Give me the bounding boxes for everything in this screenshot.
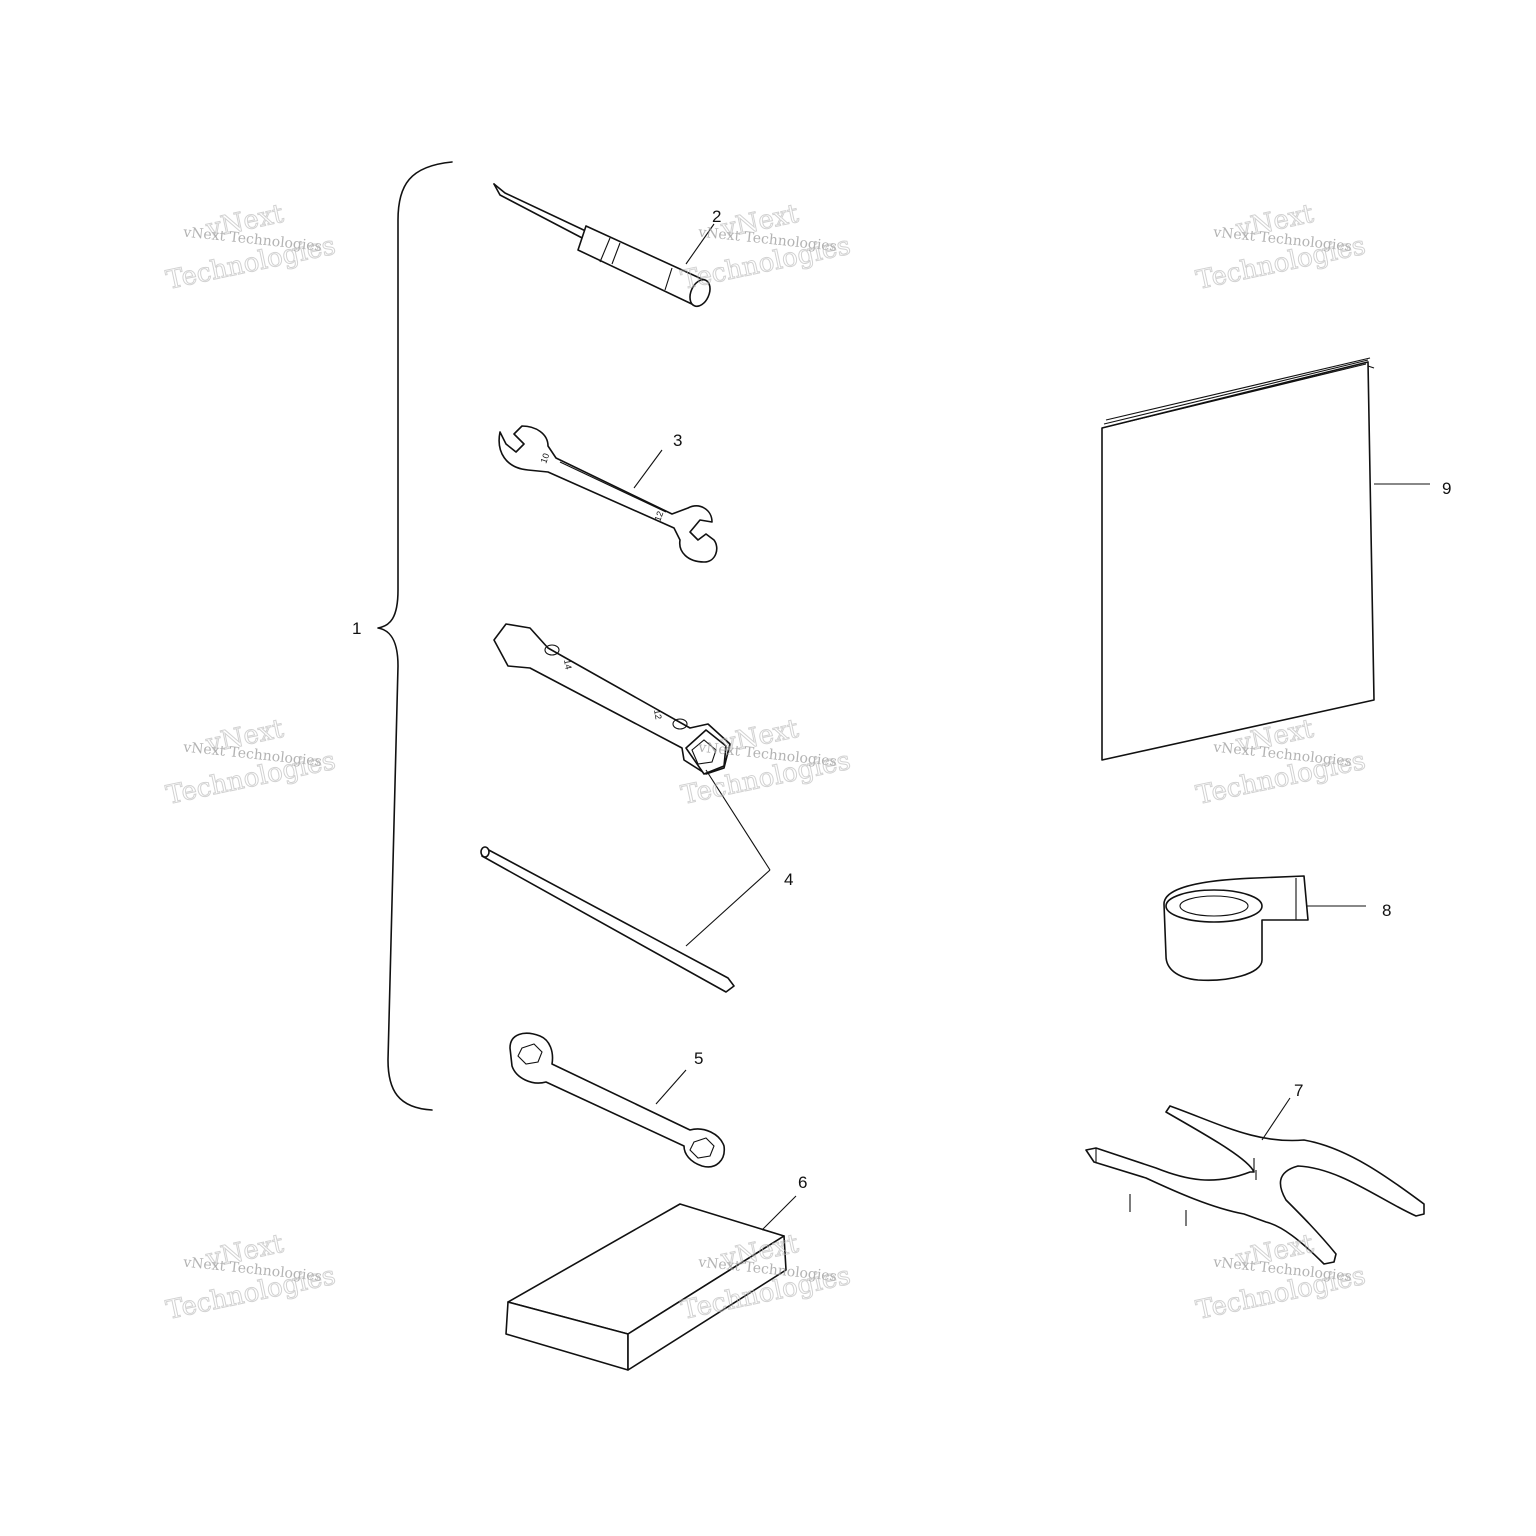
callout-1: 1 — [352, 619, 361, 638]
tape-roll-part — [1163, 875, 1309, 982]
wrench-size-marking: 10 — [538, 452, 551, 465]
h-wrench-part — [1085, 1105, 1425, 1265]
watermark: vNext vNext Technologies Technologies — [678, 198, 854, 296]
socket-size-marking: 12 — [652, 709, 664, 721]
callout-9: 9 — [1442, 479, 1451, 498]
socket-size-marking: 14 — [562, 659, 574, 671]
wrench-size-marking: 12 — [652, 510, 665, 523]
callout-6: 6 — [798, 1173, 807, 1192]
watermark: vNext vNext Technologies Technologies — [163, 713, 339, 811]
callout-3: 3 — [673, 431, 682, 450]
box-wrench-part — [509, 1032, 726, 1168]
watermark: vNext vNext Technologies Technologies — [1193, 198, 1369, 296]
callout-7: 7 — [1294, 1081, 1303, 1100]
tommy-bar-part — [480, 846, 735, 993]
watermark: vNext vNext Technologies Technologies — [163, 198, 339, 296]
callout-4: 4 — [784, 870, 793, 889]
watermark: vNext vNext Technologies Technologies — [1193, 1228, 1369, 1326]
callout-2: 2 — [712, 207, 721, 226]
screwdriver-part — [493, 183, 711, 308]
callout-8: 8 — [1382, 901, 1391, 920]
owners-manual-part — [1101, 357, 1375, 761]
group-brace — [377, 161, 453, 1111]
callout-5: 5 — [694, 1049, 703, 1068]
tool-bag-part — [505, 1203, 787, 1371]
socket-wrench-part — [493, 623, 731, 775]
leader-lines — [633, 223, 1430, 1231]
open-end-wrench-part — [498, 425, 718, 563]
watermark-grid: vNext vNext Technologies Technologies vN… — [163, 198, 1369, 1326]
watermark: vNext vNext Technologies Technologies — [163, 1228, 339, 1326]
